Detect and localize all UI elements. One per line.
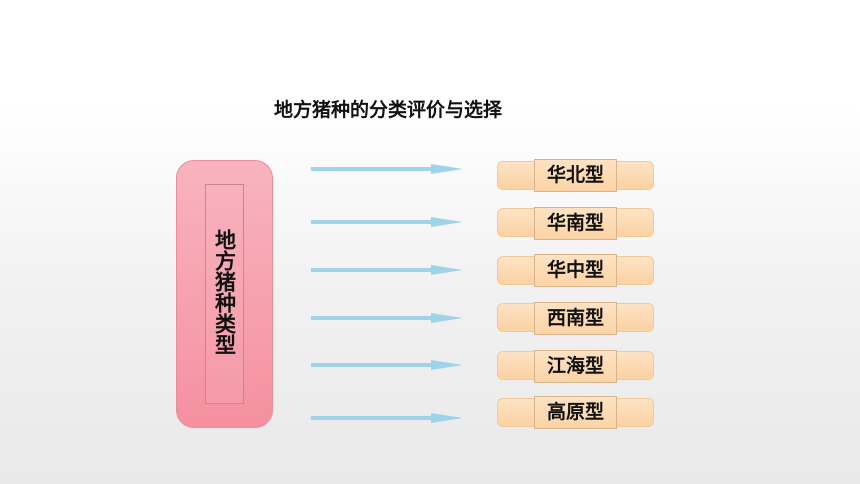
type-node-5: 江海型 [534,350,617,383]
type-node-3: 华中型 [534,254,617,287]
arrow-4 [311,313,463,323]
root-node-label: 地方猪种类型 [212,229,237,355]
arrow-3 [311,265,463,275]
diagram-title: 地方猪种的分类评价与选择 [274,99,503,121]
root-node: 地方猪种类型 [205,184,244,404]
type-node-2: 华南型 [534,207,617,240]
arrow-1 [311,164,463,174]
type-node-4: 西南型 [534,302,617,335]
arrow-6 [311,413,463,423]
arrow-2 [311,217,463,227]
type-node-1: 华北型 [534,159,617,192]
type-node-6: 高原型 [534,396,617,429]
arrow-5 [311,360,463,370]
